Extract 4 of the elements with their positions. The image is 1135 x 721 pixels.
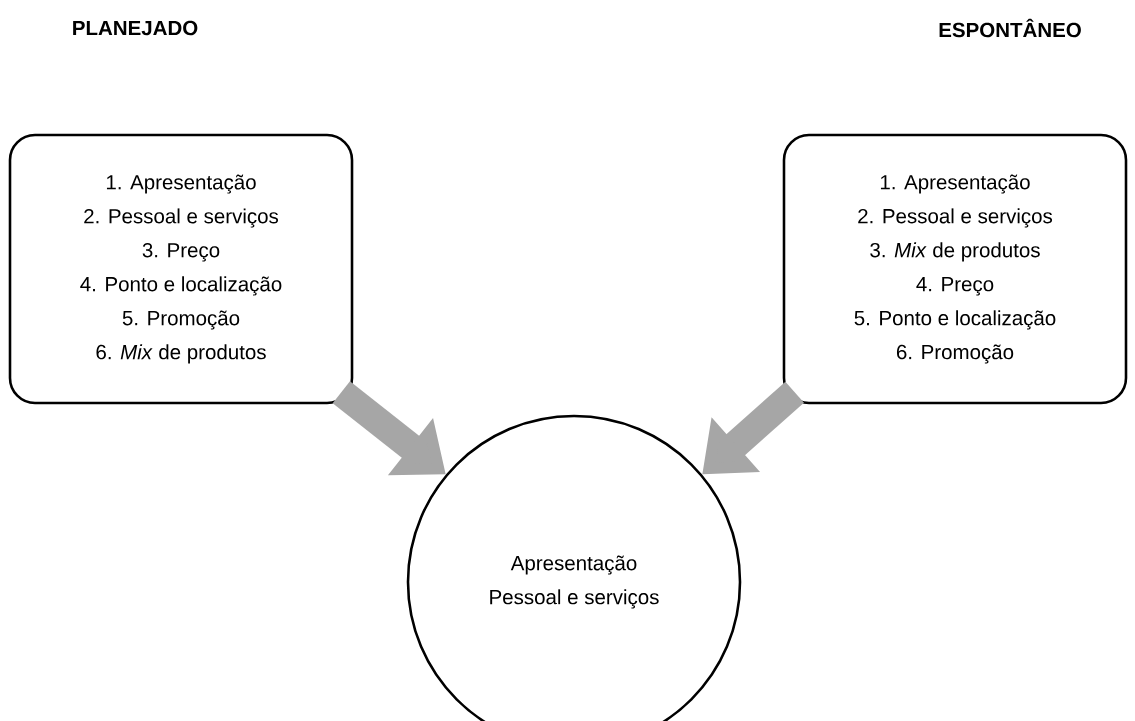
list-box: 1. Apresentação 2. Pessoal e serviços 3. Preço 4. Ponto e localização 5. Promoção 6. Mix de produtos	[8, 133, 354, 405]
heading: PLANEJADO	[73, 20, 198, 36]
list-box: 1. Apresentação 2. Pessoal e serviços 3. Mix de produtos 4. Preço 5. Ponto e localização 6. Promoção	[782, 133, 1128, 405]
heading: ESPONTÂNEO	[939, 18, 1081, 38]
